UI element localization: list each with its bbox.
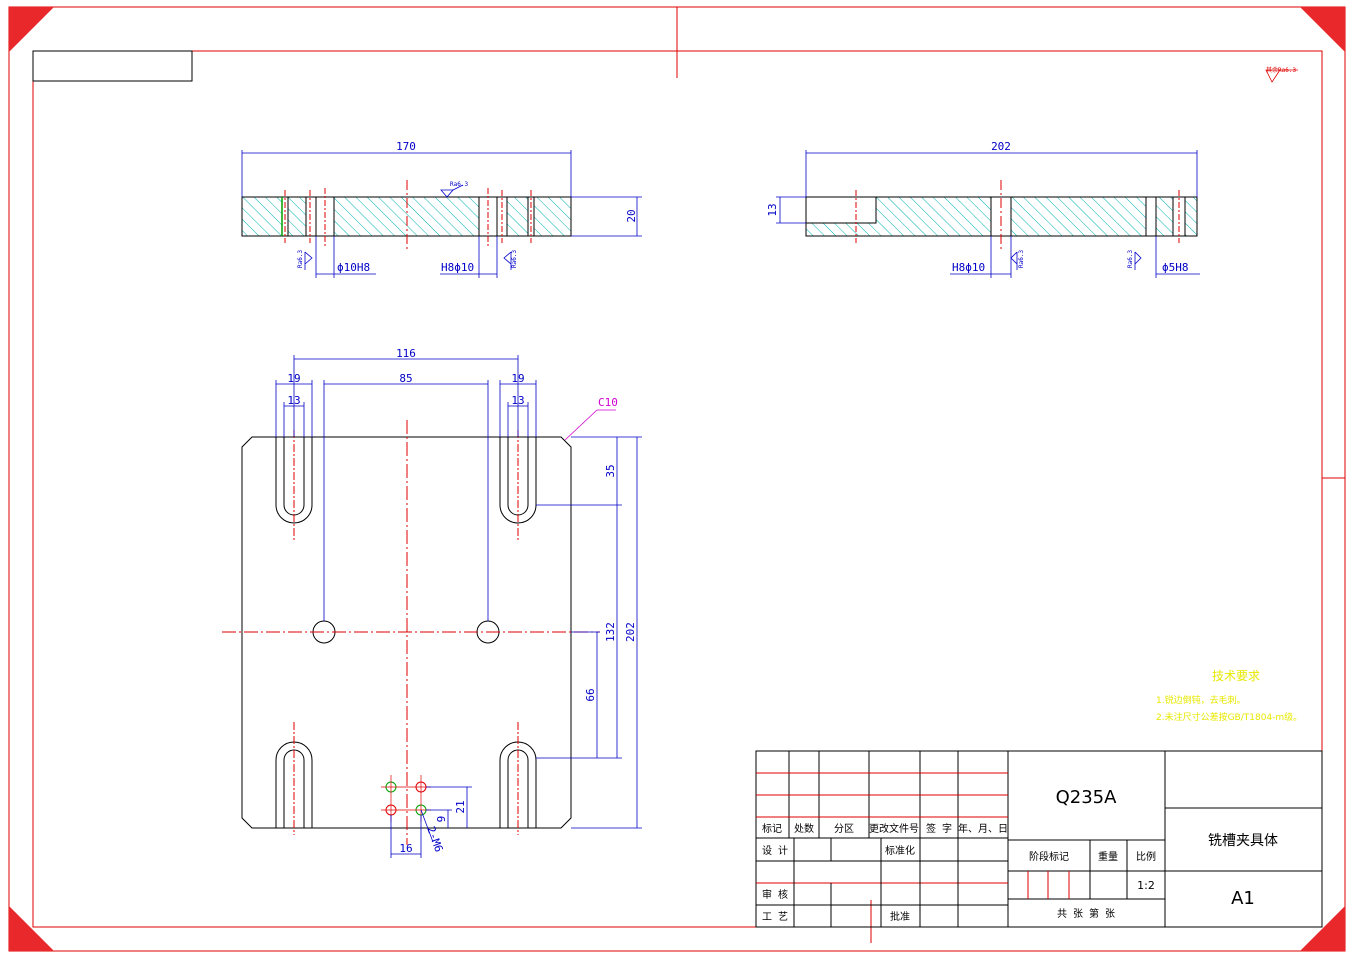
tb-stage-mark: 阶段标记 bbox=[1029, 850, 1069, 863]
roughness-symbol-d bbox=[1010, 251, 1018, 265]
dim-top-slot-width-right: 13 bbox=[511, 394, 524, 407]
roughness-symbol-a bbox=[304, 251, 313, 265]
tb-rev-doc: 更改文件号 bbox=[869, 822, 919, 835]
dim-top-height-132: 132 bbox=[604, 622, 617, 642]
dim-thread-spacing: 16 bbox=[399, 842, 412, 855]
tb-rev-sign: 签 字 bbox=[926, 822, 952, 835]
tb-rev-count: 处数 bbox=[794, 822, 814, 835]
dim-side-step: 13 bbox=[766, 203, 779, 216]
roughness-symbol-b bbox=[503, 251, 512, 265]
roughness-label-d: Ra6.3 bbox=[1018, 250, 1025, 268]
dim-thread-offset-9: 9 bbox=[435, 816, 448, 823]
roughness-symbol-e bbox=[1134, 251, 1142, 265]
roughness-label-e: Ra6.3 bbox=[1127, 250, 1134, 268]
corner-mark-tl bbox=[9, 7, 54, 52]
tech-requirements: 技术要求 1.锐边倒钝，去毛刺。 2.未注尺寸公差按GB/T1804-m级。 bbox=[1156, 669, 1302, 723]
title-block-text: 标记 处数 分区 更改文件号 签 字 年、月、日 设 计 标准化 审 核 工 艺… bbox=[762, 787, 1278, 923]
code-box bbox=[32, 50, 193, 82]
thread-label: 2-M6 bbox=[424, 825, 445, 854]
chamfer-label: C10 bbox=[598, 396, 618, 409]
tb-review: 审 核 bbox=[762, 888, 788, 901]
tech-title: 技术要求 bbox=[1212, 669, 1260, 683]
chamfer-leader bbox=[564, 409, 598, 441]
roughness-symbol-c bbox=[440, 189, 454, 198]
roughness-general-label: 其余Ra6.3 bbox=[1266, 66, 1296, 74]
dim-top-overall-width: 116 bbox=[396, 347, 416, 360]
slot-top-right-outer bbox=[499, 437, 537, 524]
sheet-frame bbox=[8, 6, 1346, 952]
inner-border bbox=[32, 50, 1323, 928]
tb-process: 工 艺 bbox=[762, 911, 788, 923]
dim-front-thickness: 20 bbox=[625, 209, 638, 222]
roughness-general-symbol: 其余Ra6.3 bbox=[1265, 66, 1298, 83]
tb-sheet-count: 共 张 第 张 bbox=[1057, 907, 1115, 920]
roughness-label-b: Ra6.3 bbox=[511, 250, 518, 268]
dim-top-height-66: 66 bbox=[584, 688, 597, 701]
tb-design: 设 计 bbox=[762, 844, 788, 857]
tb-rev-mark: 标记 bbox=[762, 823, 782, 835]
dim-top-slot-pitch-right: 19 bbox=[511, 372, 524, 385]
dim-front-length: 170 bbox=[396, 140, 416, 153]
tb-weight: 重量 bbox=[1098, 850, 1118, 863]
tb-standardization: 标准化 bbox=[885, 844, 915, 857]
dim-side-hole-right: ϕ5H8 bbox=[1162, 261, 1189, 274]
tb-part-name: 铣槽夹具体 bbox=[1208, 833, 1278, 849]
roughness-label-a: Ra6.3 bbox=[297, 250, 304, 268]
tb-material: Q235A bbox=[1056, 787, 1118, 808]
corner-mark-br bbox=[1300, 906, 1345, 951]
dim-top-slot-depth: 35 bbox=[604, 464, 617, 477]
slot-top-left-outer bbox=[275, 437, 313, 524]
tb-approve: 批准 bbox=[890, 910, 910, 923]
tb-rev-zone: 分区 bbox=[834, 823, 854, 835]
tech-item-1: 1.锐边倒钝，去毛刺。 bbox=[1156, 694, 1246, 706]
dim-front-hole-left: ϕ10H8 bbox=[337, 261, 370, 274]
tb-sheet-size: A1 bbox=[1231, 888, 1255, 909]
title-block bbox=[755, 750, 1323, 928]
front-view: 170 20 ϕ10H8 H8ϕ10 Ra6.3 Ra6.3 Ra6.3 bbox=[241, 140, 642, 278]
dim-side-length: 202 bbox=[991, 140, 1011, 153]
dim-thread-offset-21: 21 bbox=[454, 800, 467, 813]
top-view: 116 85 19 13 19 13 C10 35 13 bbox=[222, 347, 642, 858]
dim-top-slot-pitch-left: 19 bbox=[287, 372, 300, 385]
dim-top-slot-width-left: 13 bbox=[287, 394, 300, 407]
tb-scale: 1:2 bbox=[1137, 879, 1155, 892]
dim-front-hole-right: H8ϕ10 bbox=[441, 261, 474, 274]
outer-border bbox=[8, 6, 1346, 952]
tb-rev-date: 年、月、日 bbox=[958, 822, 1008, 835]
roughness-label-c: Ra6.3 bbox=[450, 181, 468, 188]
corner-mark-bl bbox=[9, 906, 54, 951]
front-hole-b bbox=[305, 196, 317, 237]
tech-item-2: 2.未注尺寸公差按GB/T1804-m级。 bbox=[1156, 711, 1302, 723]
dim-top-height-total: 202 bbox=[624, 622, 637, 642]
dim-top-hole-spacing: 85 bbox=[399, 372, 412, 385]
side-step bbox=[805, 196, 877, 224]
side-hole-b bbox=[1145, 196, 1157, 237]
side-view: 202 13 H8ϕ10 ϕ5H8 Ra6.3 Ra6.3 bbox=[766, 140, 1200, 278]
plate-outline bbox=[241, 436, 572, 829]
thread-leader bbox=[420, 809, 434, 843]
corner-mark-tr bbox=[1300, 7, 1345, 52]
dim-side-hole-left: H8ϕ10 bbox=[952, 261, 985, 274]
tb-ratio: 比例 bbox=[1136, 850, 1156, 863]
